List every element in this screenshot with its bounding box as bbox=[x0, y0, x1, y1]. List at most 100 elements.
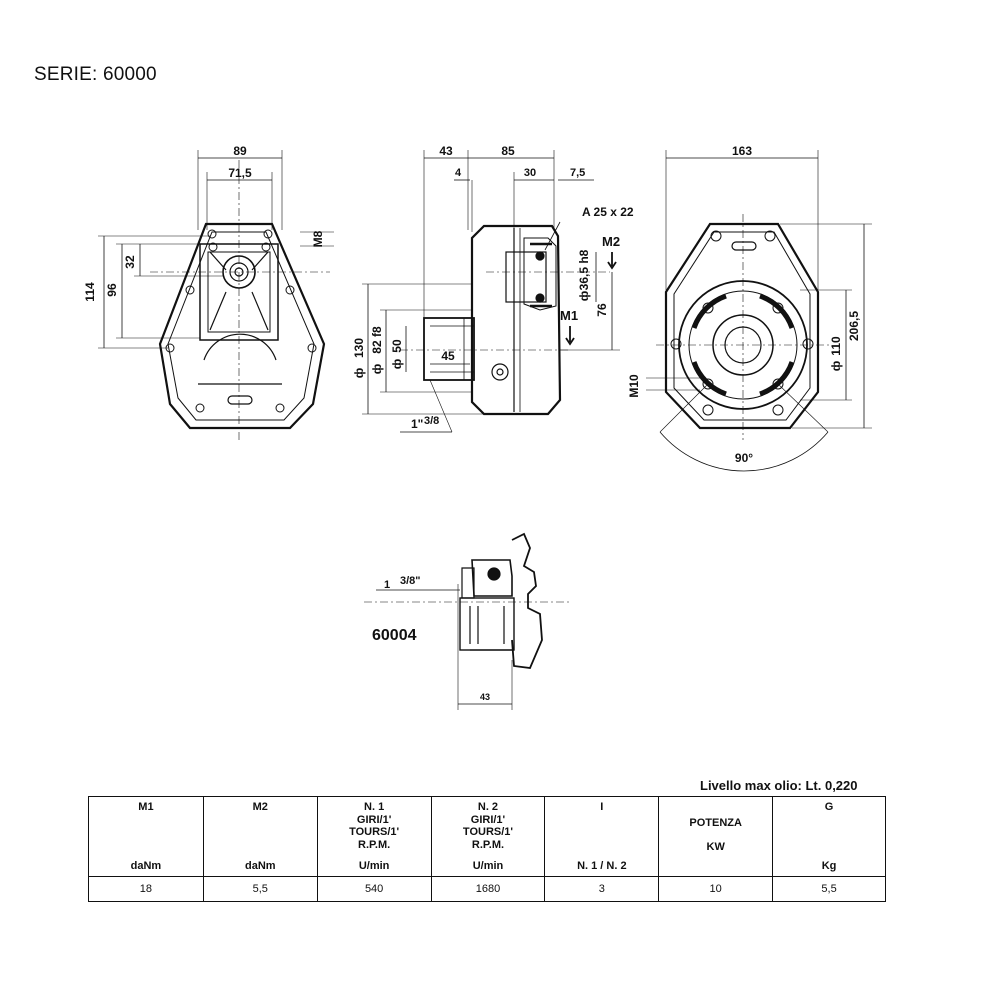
rear-housing-outline bbox=[664, 222, 820, 430]
specs-table: M1 daNm M2 daNm N. 1 GIRI/1' TOURS/1' R.… bbox=[88, 796, 886, 902]
specs-values-row: 18 5,5 540 1680 3 10 5,5 bbox=[88, 876, 886, 902]
value-ratio: 3 bbox=[544, 876, 660, 902]
thread-inch: 1" bbox=[411, 417, 423, 431]
bolt-hole bbox=[285, 285, 295, 295]
dim-4: 4 bbox=[455, 167, 462, 179]
dim-m8: M8 bbox=[311, 230, 325, 247]
bolt-hole bbox=[710, 230, 722, 242]
bolt-hole bbox=[772, 404, 784, 416]
bolt-hole bbox=[185, 285, 195, 295]
angle-leg bbox=[659, 383, 709, 433]
value-weight: 5,5 bbox=[772, 876, 886, 902]
thread-fraction: 3/8 bbox=[424, 415, 439, 427]
detail-view: 1 3/8" 60004 43 bbox=[364, 532, 570, 710]
value-n2: 1680 bbox=[430, 876, 546, 902]
bolt-hole bbox=[208, 242, 218, 252]
header-n1: N. 1 GIRI/1' TOURS/1' R.P.M. bbox=[349, 801, 400, 851]
front-housing-outline bbox=[158, 222, 326, 430]
value-power: 10 bbox=[658, 876, 774, 902]
ext-line bbox=[429, 379, 453, 433]
bolt-hole bbox=[772, 302, 784, 314]
angle-arc bbox=[659, 431, 829, 472]
side-housing bbox=[470, 224, 562, 416]
dim-71-5: 71,5 bbox=[228, 166, 252, 180]
dim-130: 130 bbox=[352, 338, 366, 358]
value-n1: 540 bbox=[316, 876, 432, 902]
label-m1: M1 bbox=[560, 308, 578, 323]
header-cell: N. 1 GIRI/1' TOURS/1' R.P.M. U/min bbox=[316, 796, 432, 877]
dim-114: 114 bbox=[83, 282, 97, 302]
series-title: SERIE: 60000 bbox=[34, 64, 157, 85]
dim-m10: M10 bbox=[627, 374, 641, 398]
dim-43: 43 bbox=[439, 144, 453, 158]
front-slot bbox=[227, 395, 253, 405]
header-weight: G bbox=[824, 801, 834, 813]
detail-dim-43: 43 bbox=[480, 692, 490, 702]
rear-window bbox=[759, 361, 795, 397]
rear-window bbox=[691, 361, 727, 397]
bolt-hole bbox=[772, 378, 784, 390]
rear-housing-inner bbox=[673, 231, 811, 421]
angle-leg bbox=[777, 383, 829, 433]
rear-window bbox=[759, 293, 795, 329]
front-rib bbox=[251, 291, 269, 331]
dim-76: 76 bbox=[595, 303, 609, 317]
side-view: 43 85 4 30 7,5 A 25 x 22 36,5 h8 ф 76 13… bbox=[352, 144, 634, 433]
header-n2-unit: U/min bbox=[472, 860, 504, 872]
label-m2: M2 bbox=[602, 234, 620, 249]
bolt-hole bbox=[702, 378, 714, 390]
detail-code: 60004 bbox=[372, 627, 417, 644]
key-leader bbox=[544, 221, 561, 251]
drain-plug-center bbox=[496, 368, 504, 376]
phi-82: ф bbox=[370, 363, 384, 374]
side-bearing bbox=[523, 237, 557, 311]
oil-level-note: Livello max olio: Lt. 0,220 bbox=[700, 778, 858, 793]
header-cell: G Kg bbox=[772, 796, 886, 877]
rear-window bbox=[691, 293, 727, 329]
header-m2-unit: daNm bbox=[244, 860, 276, 872]
header-n1-unit: U/min bbox=[358, 860, 390, 872]
header-power: POTENZA KW bbox=[689, 817, 742, 853]
header-m1: M1 bbox=[138, 801, 154, 813]
phi-50: ф bbox=[390, 358, 404, 369]
header-ratio-unit: N. 1 / N. 2 bbox=[577, 860, 627, 872]
dim-89: 89 bbox=[233, 144, 247, 158]
bolt-hole bbox=[195, 403, 205, 413]
drain-plug bbox=[491, 363, 509, 381]
front-rib bbox=[209, 291, 227, 331]
dim-36-5: 36,5 h8 bbox=[577, 249, 591, 290]
phi-130: ф bbox=[352, 367, 366, 378]
header-weight-unit: Kg bbox=[821, 860, 837, 872]
bolt-hole bbox=[702, 404, 714, 416]
dim-45: 45 bbox=[441, 349, 455, 363]
header-cell: M2 daNm bbox=[202, 796, 318, 877]
detail-thread-frac: 3/8" bbox=[400, 575, 421, 587]
bolt-hole bbox=[207, 229, 217, 239]
header-n2: N. 2 GIRI/1' TOURS/1' R.P.M. bbox=[462, 801, 514, 851]
dim-110: 110 bbox=[829, 336, 843, 356]
dim-206-5: 206,5 bbox=[847, 311, 861, 341]
bolt-hole bbox=[764, 230, 776, 242]
front-view: 89 71,5 M8 114 96 32 bbox=[83, 144, 334, 440]
header-cell: N. 2 GIRI/1' TOURS/1' R.P.M. U/min bbox=[430, 796, 546, 877]
ball-bearing bbox=[535, 251, 545, 261]
front-bolt-holes bbox=[165, 229, 317, 413]
bolt-hole bbox=[261, 242, 271, 252]
phi-110: ф bbox=[829, 360, 843, 371]
detail-housing-edge bbox=[511, 532, 543, 669]
dim-30: 30 bbox=[524, 167, 536, 179]
front-housing-inner bbox=[167, 231, 315, 421]
value-m1: 18 bbox=[88, 876, 204, 902]
detail-ball bbox=[487, 567, 501, 581]
header-m2: M2 bbox=[252, 801, 268, 813]
rear-bolt-holes bbox=[670, 230, 814, 416]
bolt-hole bbox=[307, 343, 317, 353]
bolt-hole bbox=[275, 403, 285, 413]
dim-32: 32 bbox=[123, 255, 137, 269]
rear-view: 163 206,5 110 ф M10 90° bbox=[627, 144, 872, 472]
dim-7-5: 7,5 bbox=[570, 167, 585, 179]
specs-header-row: M1 daNm M2 daNm N. 1 GIRI/1' TOURS/1' R.… bbox=[88, 796, 886, 877]
header-ratio: I bbox=[600, 801, 604, 813]
